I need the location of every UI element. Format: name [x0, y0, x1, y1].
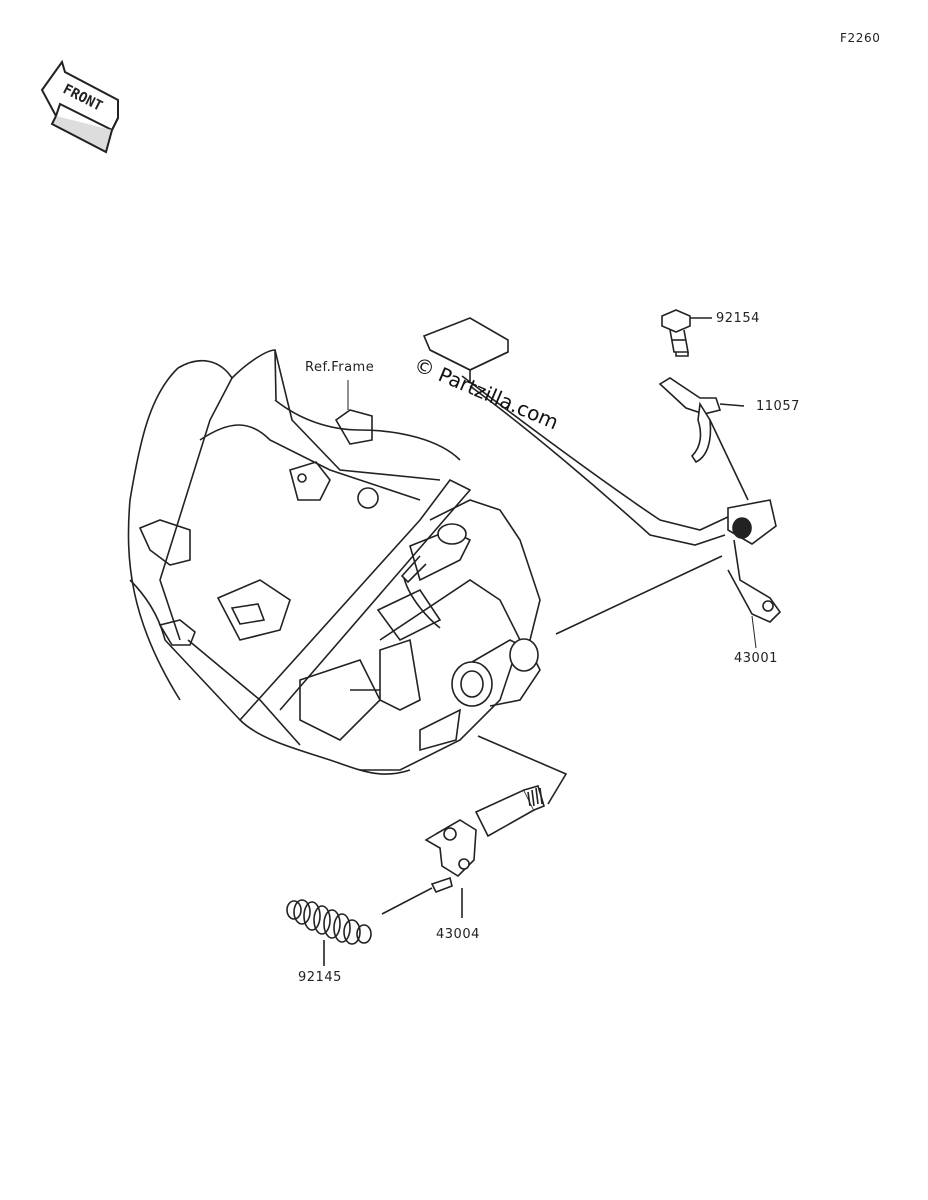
part-label-92145[interactable]: 92145	[298, 970, 342, 985]
brake-pedal-drawing	[422, 317, 782, 635]
bracket-drawing	[658, 377, 749, 501]
brake-shaft-drawing	[381, 735, 568, 918]
front-arrow-icon: FRONT	[40, 59, 119, 154]
spring-drawing	[286, 899, 372, 966]
frame-drawing	[127, 349, 541, 775]
part-label-43001[interactable]: 43001	[734, 651, 778, 666]
part-label-11057[interactable]: 11057	[756, 399, 800, 414]
leader-lines	[347, 380, 757, 649]
bolt-drawing	[661, 309, 712, 357]
reference-frame-label: Ref.Frame	[305, 360, 375, 375]
part-label-92154[interactable]: 92154	[716, 311, 760, 326]
part-label-43004[interactable]: 43004	[436, 927, 480, 942]
figure-code: F2260	[840, 31, 881, 45]
